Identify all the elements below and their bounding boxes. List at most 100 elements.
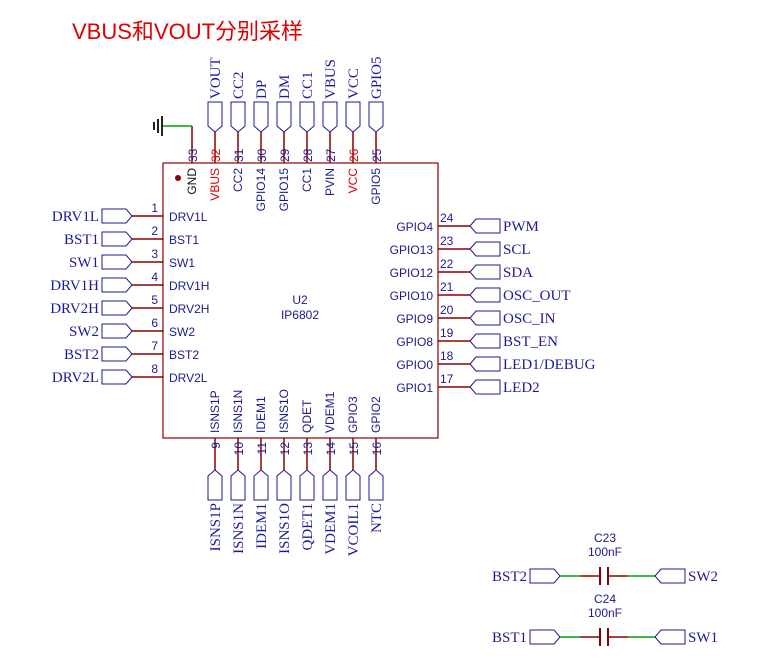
pin-name: GPIO9 [396, 312, 433, 326]
net-label: OSC_IN [503, 311, 556, 327]
pin-name: DRV2L [169, 371, 208, 385]
net-port [276, 101, 292, 133]
pin-name: GPIO15 [277, 168, 291, 212]
pin-number: 1 [151, 201, 158, 215]
net-label: SDA [503, 265, 533, 281]
net-label: BST2 [492, 569, 527, 585]
gnd-pin-name: GND [185, 168, 199, 195]
chip-body [162, 162, 439, 439]
pin-number: 26 [347, 148, 361, 162]
net-label: PWM [503, 219, 539, 235]
net-label: DM [277, 75, 293, 99]
pin-name: GPIO2 [369, 396, 383, 433]
net-label: VDEM1 [323, 503, 339, 555]
pin-number: 21 [440, 280, 454, 294]
net-port [469, 333, 501, 349]
net-port [529, 568, 561, 584]
gnd-pin-number: 33 [186, 148, 200, 162]
net-port [101, 369, 133, 385]
net-port [101, 231, 133, 247]
net-port [101, 323, 133, 339]
pin-number: 29 [278, 148, 292, 162]
net-port [469, 218, 501, 234]
pin-name: GPIO4 [396, 220, 433, 234]
page-title: VBUS和VOUT分别采样 [72, 19, 304, 44]
pin-name: CC2 [231, 168, 245, 192]
net-port [207, 101, 223, 133]
net-label: BST2 [64, 347, 99, 363]
pin-number: 11 [255, 442, 269, 455]
net-label: BST_EN [503, 334, 558, 350]
net-port [654, 568, 686, 584]
net-port [207, 469, 223, 501]
net-label: DRV1H [50, 278, 99, 294]
pin-number: 30 [255, 148, 269, 162]
net-label: QDET1 [300, 503, 316, 551]
pin-name: GPIO13 [390, 243, 434, 257]
net-label: LED2 [503, 380, 540, 396]
chip-designator: U2 [292, 293, 308, 307]
net-label: DRV2L [52, 370, 99, 386]
net-label: SW2 [69, 324, 99, 340]
pin-name: DRV2H [169, 302, 209, 316]
net-label: VOUT [208, 57, 224, 99]
pin-number: 14 [324, 442, 338, 456]
net-label: CC2 [231, 71, 247, 99]
net-port [469, 287, 501, 303]
net-port [230, 101, 246, 133]
pin-number: 19 [440, 326, 454, 340]
pin-name: BST1 [169, 233, 199, 247]
cap-designator: C23 [594, 531, 616, 545]
pin-number: 27 [324, 148, 338, 162]
net-label: NTC [369, 503, 385, 533]
net-port [322, 469, 338, 501]
pin-name: ISNS1N [231, 390, 245, 433]
net-port [253, 469, 269, 501]
net-port [101, 300, 133, 316]
pin-number: 6 [151, 316, 158, 330]
pin-number: 10 [232, 442, 246, 456]
net-label: DRV1L [52, 209, 99, 225]
pin-name: PVIN [323, 168, 337, 196]
pin-name: VCC [346, 168, 360, 194]
net-port [469, 379, 501, 395]
net-port [345, 101, 361, 133]
net-label: OSC_OUT [503, 288, 571, 304]
net-port [299, 469, 315, 501]
net-label: VCC [346, 68, 362, 99]
pin-number: 20 [440, 303, 454, 317]
pin-number: 8 [151, 362, 158, 376]
net-port [368, 469, 384, 501]
pin-number: 15 [347, 442, 361, 456]
net-label: ISNS1P [208, 503, 224, 551]
pin-name: DRV1L [169, 210, 208, 224]
net-label: IDEM1 [254, 503, 270, 549]
pin-name: ISNS1O [277, 389, 291, 433]
net-label: SCL [503, 242, 531, 258]
net-label: DP [254, 80, 270, 99]
net-label: VCOIL1 [346, 503, 362, 556]
pin-number: 18 [440, 349, 454, 363]
net-label: SW1 [688, 630, 718, 646]
cap-designator: C24 [594, 592, 616, 606]
net-label: LED1/DEBUG [503, 357, 596, 373]
pin-name: QDET [300, 399, 314, 433]
net-port [276, 469, 292, 501]
pin-number: 9 [209, 442, 223, 449]
net-label: ISNS1O [277, 503, 293, 554]
net-port [299, 101, 315, 133]
pin-number: 2 [151, 224, 158, 238]
pin-name: ISNS1P [208, 390, 222, 433]
net-label: BST1 [64, 232, 99, 248]
net-label: CC1 [300, 71, 316, 99]
net-port [101, 208, 133, 224]
net-label: SW2 [688, 569, 718, 585]
pin-number: 23 [440, 234, 454, 248]
net-port [230, 469, 246, 501]
net-label: VBUS [323, 59, 339, 99]
cap-value: 100nF [588, 545, 622, 559]
pin-name: CC1 [300, 168, 314, 192]
pin-name: GPIO12 [390, 266, 434, 280]
net-label: GPIO5 [369, 56, 385, 99]
pin1-indicator-dot [175, 175, 181, 181]
